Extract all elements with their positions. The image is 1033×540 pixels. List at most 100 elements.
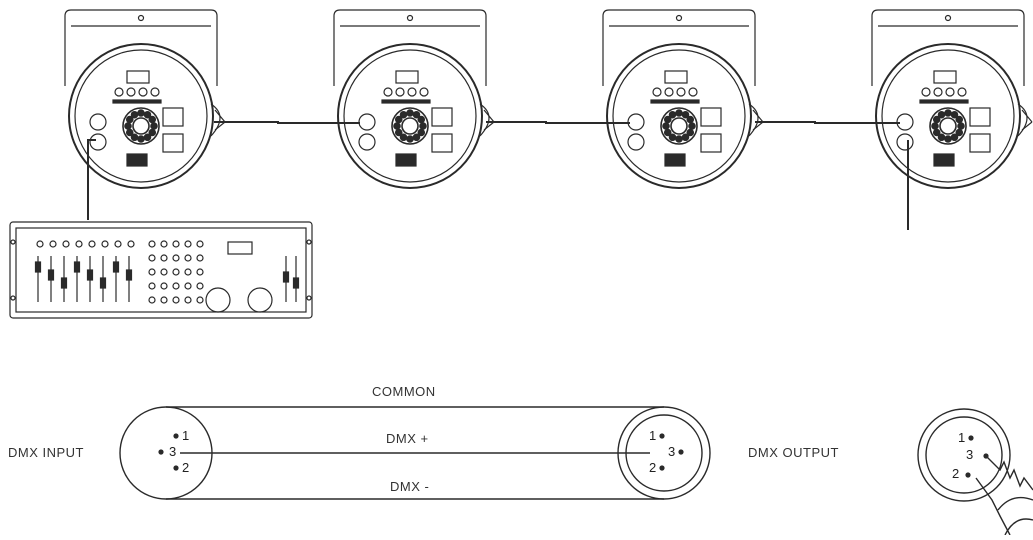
side-knob-clip xyxy=(483,109,495,131)
side-knob xyxy=(479,103,490,137)
scene-button xyxy=(172,296,180,304)
certification-marks xyxy=(126,153,148,167)
fan-hole xyxy=(406,109,414,117)
scene-button xyxy=(148,268,156,276)
dmx-chain-cables xyxy=(87,121,909,230)
controller-display xyxy=(227,241,253,255)
fixture-button xyxy=(407,87,417,97)
power-in-socket xyxy=(162,107,184,127)
fan-hole xyxy=(150,122,158,130)
terminator-pin-2-dot xyxy=(965,472,971,478)
input-pin-3-dot xyxy=(158,449,164,455)
scene-button xyxy=(196,268,204,276)
scene-button xyxy=(160,296,168,304)
fan-hole xyxy=(944,135,952,143)
fixture-button xyxy=(114,87,124,97)
fixture-button xyxy=(688,87,698,97)
fixture-button xyxy=(945,87,955,97)
scene-button xyxy=(172,282,180,290)
fan-hole xyxy=(412,110,421,119)
fixture-1 xyxy=(64,9,226,189)
fan-center xyxy=(401,117,419,135)
fan-hole xyxy=(137,109,145,117)
terminator-pin-3-dot xyxy=(983,453,989,459)
rack-hole xyxy=(306,239,312,245)
jog-wheel-right xyxy=(247,287,273,313)
certification-marks xyxy=(933,153,955,167)
fixture-display xyxy=(933,70,957,84)
fader-cap xyxy=(112,261,120,273)
master-fader-cap xyxy=(282,271,290,283)
cable-fixture-1-to-fixture-2 xyxy=(214,121,360,124)
fan-hole xyxy=(957,122,965,130)
xlr-out-port xyxy=(896,133,914,151)
certification-marks xyxy=(395,153,417,167)
scene-button xyxy=(172,240,180,248)
xlr-in-port xyxy=(358,113,376,131)
fan-hole xyxy=(950,110,959,119)
fan-hole xyxy=(688,122,696,130)
fan-hole xyxy=(955,115,964,124)
rack-hole xyxy=(10,295,16,301)
terminator-pin-2: 2 xyxy=(952,466,960,481)
fan-grille xyxy=(660,107,698,145)
fan-hole xyxy=(399,133,408,142)
scene-button xyxy=(148,254,156,262)
fixture-body-inner xyxy=(881,49,1015,183)
fan-hole xyxy=(125,115,134,124)
scene-button xyxy=(184,296,192,304)
fixture-body-inner xyxy=(74,49,208,183)
fixture-body-inner xyxy=(343,49,477,183)
fan-hole xyxy=(955,128,964,137)
scene-button xyxy=(148,296,156,304)
scene-button xyxy=(148,282,156,290)
fixture-button xyxy=(652,87,662,97)
yoke-mount-hole xyxy=(944,14,952,22)
channel-button xyxy=(62,240,70,248)
dmx-input-label: DMX INPUT xyxy=(8,445,84,460)
fan-hole xyxy=(686,115,695,124)
fan-hole xyxy=(406,135,414,143)
input-pin-1: 1 xyxy=(182,428,190,443)
side-knob xyxy=(1017,103,1028,137)
fan-grille xyxy=(391,107,429,145)
fixture-body-outer xyxy=(337,43,483,189)
common-label: COMMON xyxy=(372,384,436,399)
controller-panel xyxy=(15,227,307,313)
fan-hole xyxy=(681,133,690,142)
scene-button xyxy=(148,240,156,248)
dmx-controller xyxy=(9,221,313,319)
scene-button xyxy=(160,268,168,276)
fan-hole xyxy=(932,128,941,137)
scene-button xyxy=(172,268,180,276)
scene-button xyxy=(196,254,204,262)
jog-wheel-left xyxy=(205,287,231,313)
power-in-socket xyxy=(969,107,991,127)
yoke-mount-hole xyxy=(137,14,145,22)
fan-hole xyxy=(124,122,132,130)
fan-hole xyxy=(675,135,683,143)
fixture-3 xyxy=(602,9,764,189)
scene-button xyxy=(184,268,192,276)
fixture-button xyxy=(138,87,148,97)
fixture-button xyxy=(957,87,967,97)
fixture-2 xyxy=(333,9,495,189)
dmx-plus-label: DMX + xyxy=(386,431,429,446)
fader-cap xyxy=(34,261,42,273)
terminator-resistor xyxy=(986,456,1033,491)
input-pin-3: 3 xyxy=(169,444,177,459)
channel-button xyxy=(127,240,135,248)
fixture-row xyxy=(64,9,1033,189)
cable-fixture-3-to-fixture-4 xyxy=(755,121,900,124)
side-knob-clip xyxy=(1021,109,1033,131)
fan-grille xyxy=(929,107,967,145)
fixture-display xyxy=(395,70,419,84)
yoke-bracket xyxy=(871,9,1025,86)
scene-button xyxy=(196,282,204,290)
fan-center xyxy=(132,117,150,135)
xlr-in-port xyxy=(89,113,107,131)
rack-hole xyxy=(306,295,312,301)
fan-hole xyxy=(419,122,427,130)
fan-hole xyxy=(130,133,139,142)
